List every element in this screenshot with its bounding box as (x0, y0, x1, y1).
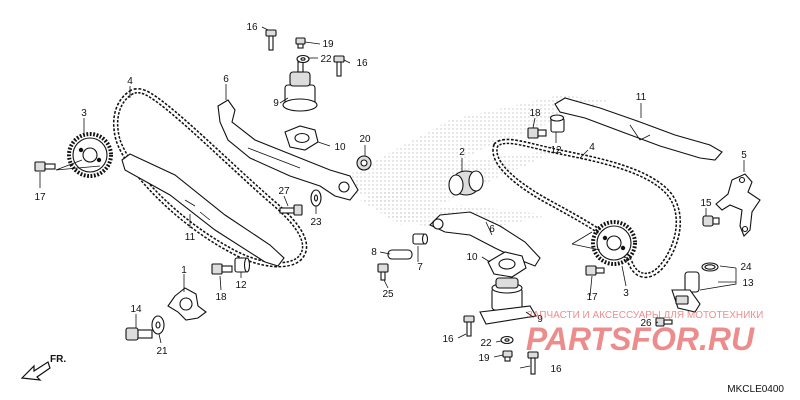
washer-23 (310, 189, 322, 207)
damper-20 (356, 155, 372, 171)
tensioner-upper (282, 61, 318, 112)
callout-14: 14 (130, 304, 142, 315)
callout-21: 21 (156, 346, 168, 357)
callout-18-right: 18 (529, 108, 541, 119)
callout-18-lower: 18 (215, 292, 227, 303)
callout-17-right: 17 (586, 292, 598, 303)
callout-16-lower-a: 16 (442, 334, 454, 345)
bolt-26 (655, 317, 673, 327)
bolt-upper-16b (333, 55, 345, 77)
collar-right-12 (549, 114, 565, 133)
front-label: FR. (50, 354, 66, 365)
callout-4-left: 4 (127, 76, 133, 87)
callout-15: 15 (700, 198, 712, 209)
callout-3-left: 3 (81, 108, 87, 119)
front-direction-arrow: FR. (20, 354, 66, 381)
callout-7: 7 (417, 262, 423, 273)
bolt-right-18 (527, 127, 547, 139)
callout-23: 23 (310, 217, 322, 228)
sensor-13 (671, 271, 701, 313)
callout-16-upper-a: 16 (246, 22, 258, 33)
chain-guide-right (554, 97, 723, 161)
bolt-lower-19 (502, 350, 513, 362)
washer-upper-22 (296, 54, 310, 64)
callout-6-left: 6 (223, 74, 229, 85)
callout-26: 26 (640, 318, 652, 329)
bolt-25 (377, 263, 389, 281)
bolt-lower-18 (211, 263, 233, 275)
cam-chain-right (492, 138, 682, 278)
gasket-upper-10 (284, 125, 319, 151)
cam-gear-2 (448, 170, 484, 196)
washer-21 (151, 315, 165, 335)
chain-guide-left (121, 153, 285, 267)
bolt-right-17 (585, 265, 605, 276)
bolt-lower-16b (527, 351, 539, 375)
leader-lines (39, 26, 745, 369)
site-watermark: ЗАПЧАСТИ И АКСЕССУАРЫ ДЛЯ МОТОТЕХНИКИ PA… (526, 310, 763, 357)
callout-13: 13 (742, 278, 754, 289)
callout-19-upper: 19 (322, 39, 334, 50)
tensioner-arm-left (217, 99, 359, 201)
callout-9-lower: 9 (537, 314, 543, 325)
diagram-code: MKCLE0400 (727, 384, 784, 395)
watermark-brand: PARTSFOR.RU (526, 321, 755, 357)
callout-3-right: 3 (623, 288, 629, 299)
o-ring-24 (701, 262, 719, 272)
callout-1: 1 (181, 265, 187, 276)
cam-sprocket-left (67, 132, 113, 178)
collar-lower-12 (234, 257, 251, 273)
callout-20: 20 (359, 134, 371, 145)
callout-8: 8 (371, 247, 377, 258)
callout-6-center: 6 (489, 224, 495, 235)
bolt-upper-16a (265, 29, 277, 51)
spacer-7 (412, 233, 429, 245)
bolt-upper-19 (295, 37, 306, 49)
callout-17-left: 17 (34, 192, 46, 203)
bolt-27 (279, 204, 303, 216)
callout-25: 25 (382, 289, 394, 300)
tensioner-arm-center (429, 211, 541, 267)
watermark-tagline: ЗАПЧАСТИ И АКСЕССУАРЫ ДЛЯ МОТОТЕХНИКИ (527, 310, 764, 321)
gasket-center-10 (487, 251, 527, 278)
callout-4-right: 4 (589, 142, 595, 153)
bracket-5 (715, 173, 761, 237)
callout-19-lower: 19 (478, 353, 490, 364)
callout-11-right: 11 (636, 92, 647, 103)
washer-lower-22 (500, 335, 514, 345)
bolt-8 (387, 249, 413, 260)
cam-chain-left (112, 88, 308, 268)
callout-5: 5 (741, 150, 747, 161)
timing-plate-1 (167, 287, 207, 321)
bolt-lower-16a (463, 315, 475, 337)
callout-22-lower: 22 (480, 338, 492, 349)
cam-sprocket-right (591, 220, 637, 266)
bolt-15 (702, 215, 720, 227)
callout-9-upper: 9 (273, 98, 279, 109)
callout-24: 24 (740, 262, 752, 273)
callout-27: 27 (278, 186, 290, 197)
callout-16-upper-b: 16 (356, 58, 368, 69)
callout-12-lower: 12 (235, 280, 247, 291)
bolt-14 (125, 327, 153, 341)
callout-22-upper: 22 (320, 54, 332, 65)
callout-16-lower-b: 16 (550, 364, 562, 375)
callout-12-right: 12 (550, 145, 562, 156)
callout-10-center: 10 (466, 252, 478, 263)
callout-11-left: 11 (185, 232, 196, 243)
callout-labels: 4 3 17 11 6 16 19 22 16 9 10 20 27 23 1 … (34, 22, 754, 375)
bolt-left-17 (34, 161, 56, 172)
tensioner-lower (479, 277, 537, 325)
callout-2: 2 (459, 147, 465, 158)
callout-10-upper: 10 (334, 142, 346, 153)
